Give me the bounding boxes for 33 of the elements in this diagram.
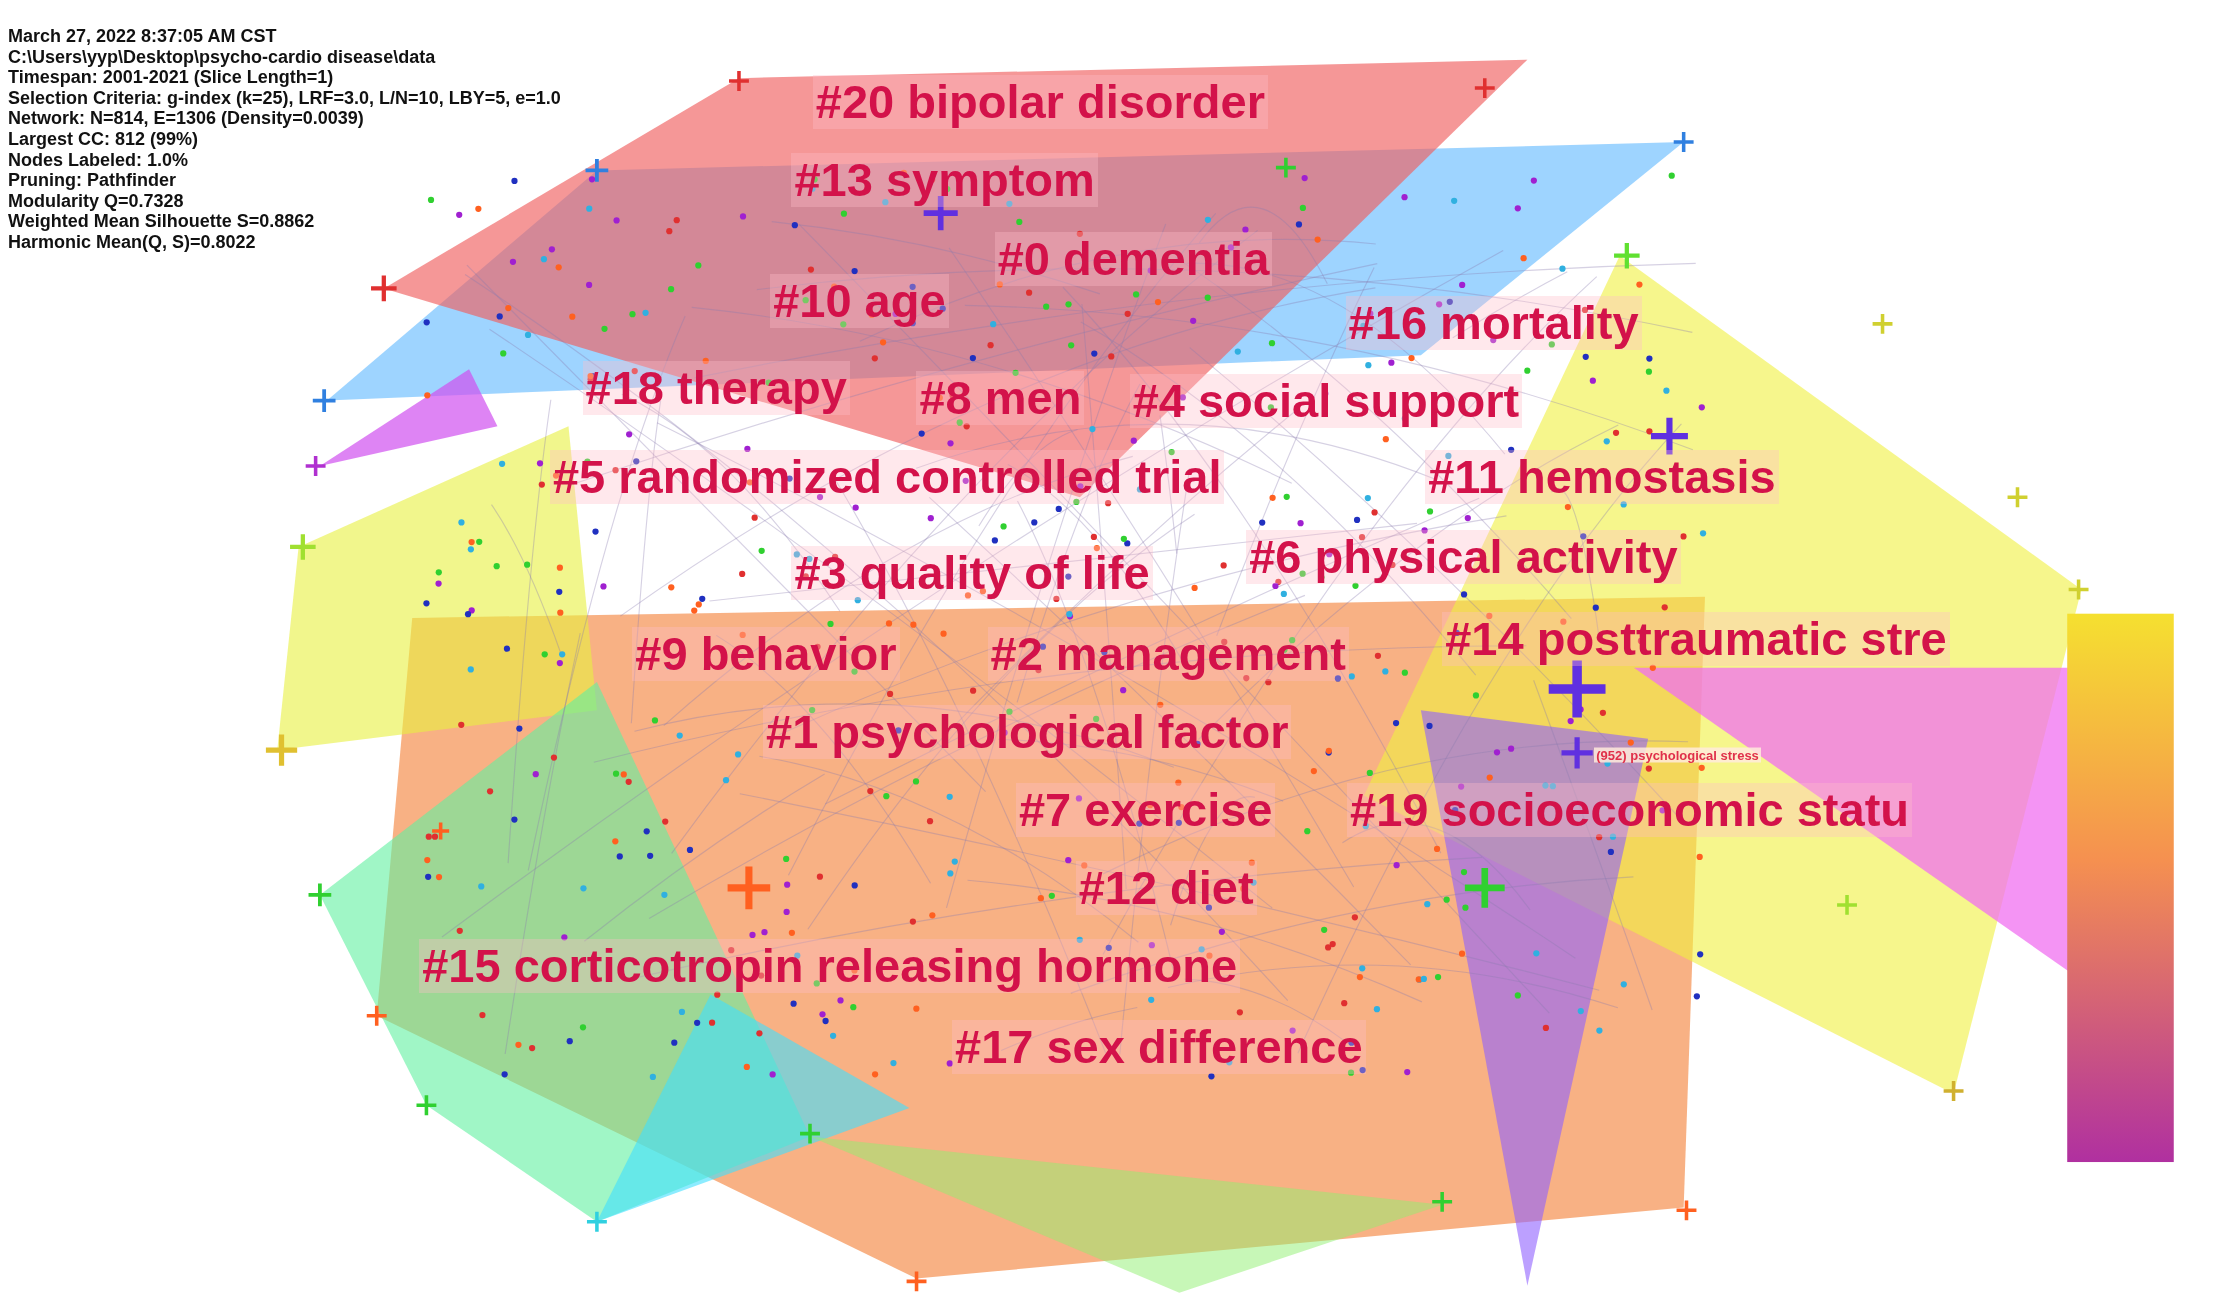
summary-line: Timespan: 2001-2021 (Slice Length=1) (8, 67, 334, 88)
cluster-label: #4 social support (1129, 373, 1523, 428)
summary-line: March 27, 2022 8:37:05 AM CST (8, 26, 277, 46)
summary-line: Harmonic Mean(Q, S)=0.8022 (8, 232, 256, 252)
cluster-label: #5 randomized controlled trial (549, 450, 1225, 505)
summary-line: Network: N=814, E=1306 (Density=0.0039) (8, 108, 364, 129)
summary-line: Nodes Labeled: 1.0% (8, 149, 189, 170)
cluster-label: #18 therapy (582, 360, 850, 415)
cluster-label: #7 exercise (1015, 782, 1276, 837)
cluster-label: #19 socioeconomic statu (1347, 782, 1912, 837)
summary-line: Selection Criteria: g-index (k=25), LRF=3.0, L/N=10, LBY=5, e=1.0 (8, 87, 561, 108)
summary-line: Largest CC: 812 (99%) (8, 129, 199, 149)
cluster-label: #2 management (987, 626, 1349, 681)
cluster-label: #11 hemostasis (1425, 450, 1779, 505)
cluster-label: #16 mortality (1345, 295, 1642, 350)
cluster-label: #17 sex difference (952, 1020, 1366, 1075)
cluster-label: #10 age (770, 274, 949, 329)
node-label: (952) psychological stress (1594, 747, 1761, 762)
cluster-label: #15 corticotropin releasing hormone (419, 939, 1240, 994)
cluster-label: #1 psychological factor (763, 704, 1292, 759)
cluster-label: #14 posttraumatic stre (1442, 612, 1950, 667)
cluster-label: #9 behavior (632, 626, 900, 681)
summary-line: Weighted Mean Silhouette S=0.8862 (8, 211, 315, 232)
summary-line: Modularity Q=0.7328 (8, 190, 184, 211)
cluster-label: #12 diet (1075, 861, 1257, 916)
summary-line: Pruning: Pathfinder (8, 170, 176, 191)
cluster-label: #0 dementia (994, 231, 1273, 286)
cluster-label: #13 symptom (791, 153, 1098, 208)
summary-line: C:\Users\yyp\Desktop\psycho-cardio disease\data (8, 46, 436, 67)
cluster-label: #3 quality of life (791, 545, 1153, 600)
cluster-label: #6 physical activity (1246, 530, 1681, 584)
cluster-label: #20 bipolar disorder (812, 75, 1268, 130)
cluster-label: #8 men (916, 370, 1085, 425)
